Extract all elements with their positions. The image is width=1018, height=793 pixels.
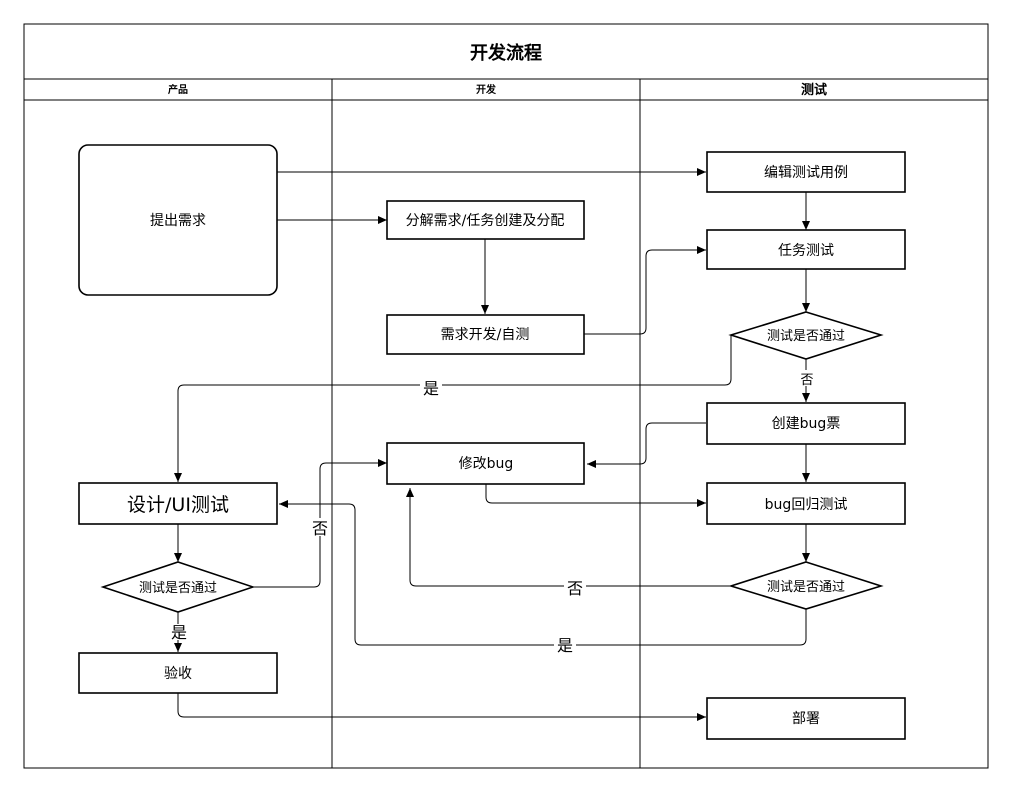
edge-label-yes-2-bg — [554, 636, 576, 654]
edge-label-yes-2: 是 — [557, 636, 573, 655]
edge-fix-to-regression — [485, 484, 706, 507]
edge-dev-to-task-test — [584, 246, 706, 335]
node-decompose-tasks — [386, 200, 585, 240]
node-create-bug-ticket-label: 创建bug票 — [772, 416, 841, 432]
edge-label-no-3: 否 — [312, 519, 328, 538]
node-fix-bug — [386, 442, 585, 485]
edge-label-no-2-bg — [564, 578, 586, 596]
diagram-title: 开发流程 — [470, 42, 542, 64]
edge-label-yes-1: 是 — [423, 379, 439, 398]
node-decision-test-pass-3 — [100, 561, 256, 613]
node-fix-bug-label: 修改bug — [459, 456, 514, 472]
node-raise-requirement — [78, 144, 278, 296]
node-create-bug-ticket — [706, 402, 906, 445]
lane-header-test: 测试 — [801, 82, 827, 98]
node-deploy-label: 部署 — [792, 711, 820, 727]
edge-label-yes-1-bg — [420, 378, 442, 394]
node-acceptance — [78, 652, 278, 694]
edge-label-yes-3: 是 — [171, 623, 187, 642]
node-decision-test-pass-3-label: 测试是否通过 — [139, 581, 217, 596]
node-task-test — [706, 229, 906, 270]
edge-decision-2-yes-to-design-ui — [279, 500, 807, 646]
edge-decision-1-yes-to-design-ui — [174, 335, 732, 482]
node-design-ui-test — [78, 482, 278, 525]
edge-label-no-1-bg — [798, 370, 816, 386]
edge-bug-ticket-to-fix — [587, 422, 706, 468]
node-design-ui-test-label: 设计/UI测试 — [127, 494, 229, 516]
node-decision-test-pass-2 — [728, 561, 884, 610]
node-acceptance-label: 验收 — [164, 666, 192, 682]
node-dev-selftest — [386, 314, 585, 355]
edge-label-no-3-bg — [309, 518, 331, 536]
node-decompose-tasks-label: 分解需求/任务创建及分配 — [406, 213, 565, 229]
node-deploy — [706, 697, 906, 740]
node-decision-test-pass-2-label: 测试是否通过 — [767, 580, 845, 595]
edge-label-no-2: 否 — [567, 579, 583, 598]
lane-header-dev: 开发 — [476, 83, 497, 96]
node-edit-test-cases — [706, 151, 906, 193]
node-raise-requirement-label: 提出需求 — [150, 213, 206, 229]
node-bug-regression-label: bug回归测试 — [765, 496, 848, 513]
lane-header-product: 产品 — [168, 83, 188, 96]
node-bug-regression — [706, 482, 906, 525]
node-decision-test-pass-1-label: 测试是否通过 — [767, 329, 845, 344]
edge-decision-2-no-to-fix — [406, 488, 731, 587]
node-edit-test-cases-label: 编辑测试用例 — [764, 165, 848, 181]
edge-label-yes-3-bg — [169, 624, 189, 640]
node-decision-test-pass-1 — [728, 311, 884, 360]
edge-acceptance-to-deploy — [177, 693, 706, 721]
node-task-test-label: 任务测试 — [778, 243, 834, 259]
node-dev-selftest-label: 需求开发/自测 — [441, 327, 530, 343]
edge-label-no-1: 否 — [800, 373, 813, 388]
